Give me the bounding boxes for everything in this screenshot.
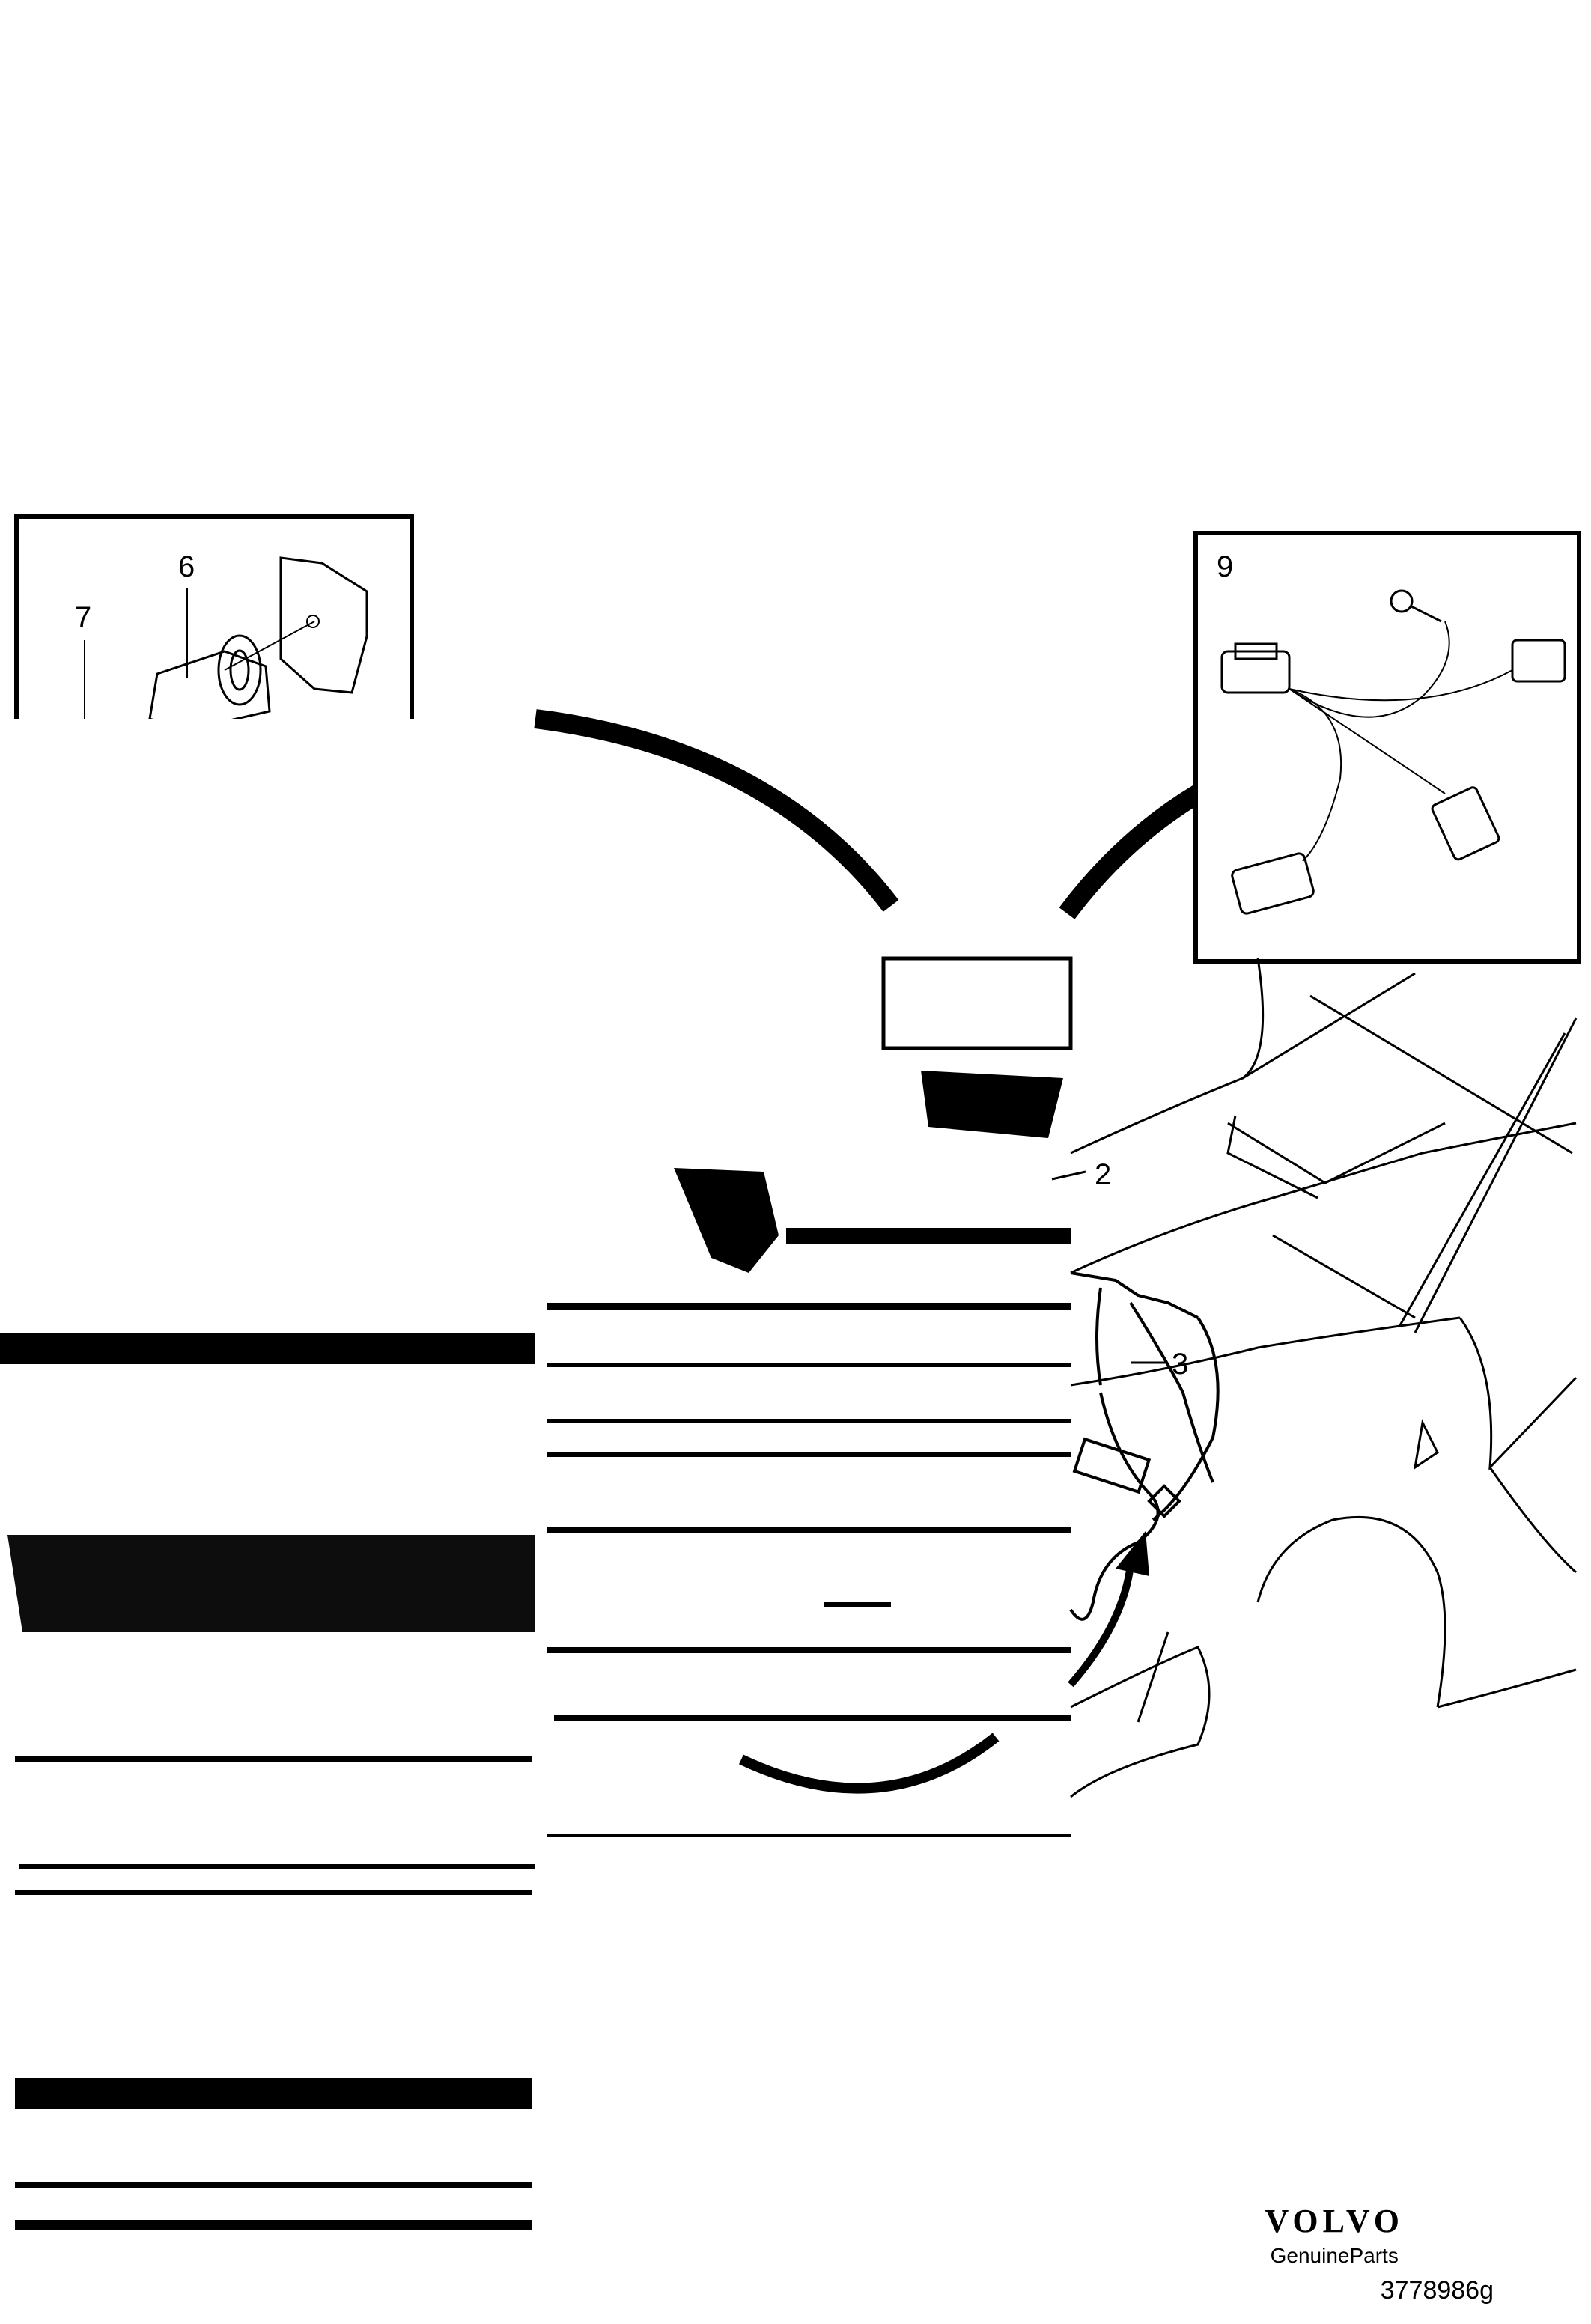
volvo-logo: VOLVO xyxy=(1265,2203,1404,2239)
callout-2: 2 xyxy=(1095,1158,1111,1191)
callout-7: 7 xyxy=(75,601,91,634)
direction-arrow xyxy=(1068,1531,1149,1688)
center-panel-artifacts xyxy=(547,956,1073,1837)
callout-leaders: 2 3 xyxy=(1051,1158,1188,1381)
callout-6: 6 xyxy=(178,550,195,583)
body-arc-outline xyxy=(534,709,1203,1794)
callout-3: 3 xyxy=(1172,1348,1188,1381)
inset-connector-detail: 9 xyxy=(1193,531,1581,964)
left-panel-artifacts xyxy=(0,719,535,2230)
brand-block: VOLVO GenuineParts xyxy=(1265,2205,1404,2268)
callout-9: 9 xyxy=(1217,550,1233,583)
vehicle-body-drawing xyxy=(1070,958,1578,1798)
drawing-number: 3778986g xyxy=(1380,2276,1494,2305)
brand-tagline: GenuineParts xyxy=(1270,2244,1399,2267)
wiring-harness xyxy=(1069,1271,1220,1621)
